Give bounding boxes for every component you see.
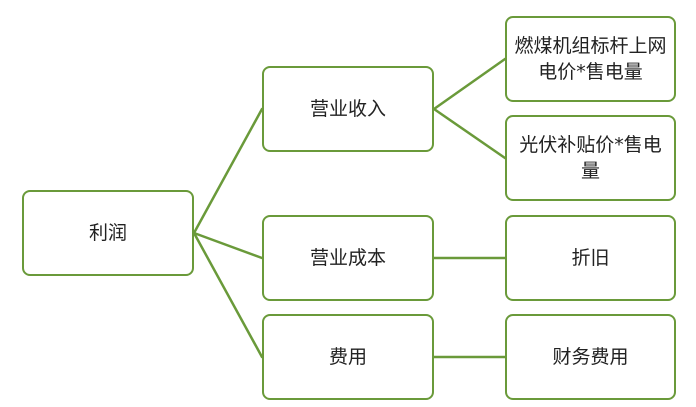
node-coal-benchmark-price: 燃煤机组标杆上网电价*售电量 <box>505 16 676 102</box>
node-pv-subsidy-price-label: 光伏补贴价*售电量 <box>519 134 662 182</box>
node-profit-label: 利润 <box>88 222 127 244</box>
node-operating-revenue-label: 营业收入 <box>309 98 386 120</box>
node-coal-benchmark-price-label: 燃煤机组标杆上网电价*售电量 <box>514 35 667 83</box>
node-finance-expense: 财务费用 <box>505 314 676 400</box>
node-expenses: 费用 <box>262 314 434 400</box>
node-operating-cost: 营业成本 <box>262 215 434 301</box>
node-operating-revenue: 营业收入 <box>262 66 434 152</box>
node-expenses-label: 费用 <box>328 346 367 368</box>
node-depreciation-label: 折旧 <box>571 247 610 269</box>
node-depreciation: 折旧 <box>505 215 676 301</box>
node-operating-cost-label: 营业成本 <box>309 247 386 269</box>
connector-revenue-coal <box>432 57 507 111</box>
node-finance-expense-label: 财务费用 <box>552 346 629 368</box>
connector-revenue-pv <box>432 107 507 160</box>
connector-root-revenue <box>192 107 264 235</box>
connector-root-expense <box>192 231 264 359</box>
node-profit: 利润 <box>22 190 194 276</box>
connector-root-cost <box>192 231 264 260</box>
node-pv-subsidy-price: 光伏补贴价*售电量 <box>505 115 676 201</box>
